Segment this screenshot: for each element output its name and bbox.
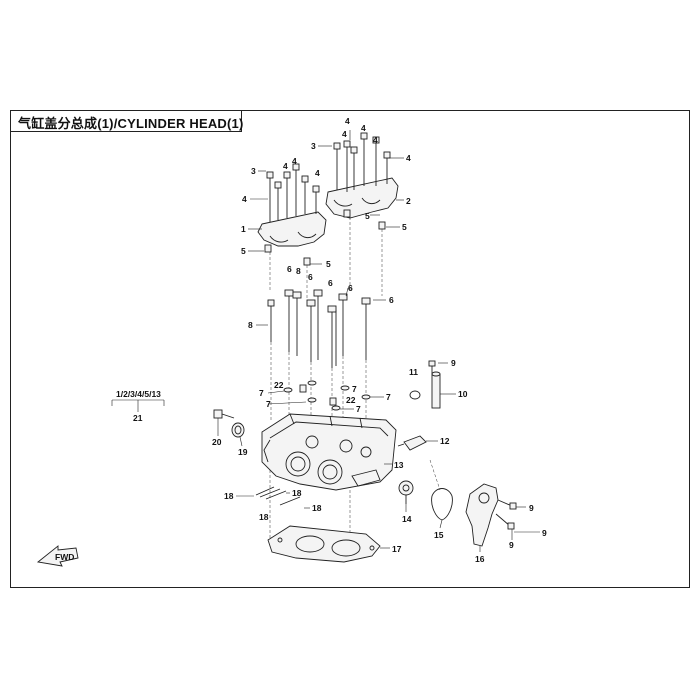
title-box <box>10 110 242 132</box>
callout-15: 15 <box>434 530 444 540</box>
callout-7: 7 <box>352 384 357 394</box>
callout-4: 4 <box>283 161 288 171</box>
callout-4: 4 <box>373 135 378 145</box>
callout-4: 4 <box>292 156 297 166</box>
callout-4: 4 <box>315 168 320 178</box>
callout-9: 9 <box>529 503 534 513</box>
cap-bolts-left <box>264 163 320 266</box>
washers-and-dowels <box>283 380 371 411</box>
thermostat-housing <box>465 483 517 547</box>
callout-18: 18 <box>224 491 234 501</box>
callout-6: 6 <box>287 264 292 274</box>
callout-7: 7 <box>266 399 271 409</box>
callout-12: 12 <box>440 436 450 446</box>
callout-4: 4 <box>361 123 366 133</box>
callout-7: 7 <box>356 404 361 414</box>
callout-14: 14 <box>402 514 412 524</box>
callout-6: 6 <box>308 272 313 282</box>
fwd-label: FWD <box>55 552 74 562</box>
callout-labels: 4 3 4 4 4 4 2 5 5 3 4 4 4 4 1 5 5 6 8 6 … <box>212 116 547 564</box>
callout-18: 18 <box>292 488 302 498</box>
callout-18: 18 <box>259 512 269 522</box>
callout-4: 4 <box>345 116 350 126</box>
camshaft-cap-right <box>325 177 404 219</box>
callout-5: 5 <box>326 259 331 269</box>
fwd-arrow: FWD <box>36 545 79 567</box>
callout-6: 6 <box>328 278 333 288</box>
callout-9: 9 <box>451 358 456 368</box>
plug-and-seal <box>213 409 245 438</box>
assembly-note-number: 21 <box>133 413 143 423</box>
callout-5: 5 <box>365 211 370 221</box>
callout-5: 5 <box>402 222 407 232</box>
diagram-frame <box>10 110 690 588</box>
callout-6: 6 <box>348 283 353 293</box>
callout-4: 4 <box>342 129 347 139</box>
camshaft-cap-left <box>257 211 327 247</box>
callout-7: 7 <box>386 392 391 402</box>
callout-13: 13 <box>394 460 404 470</box>
callout-9: 9 <box>542 528 547 538</box>
callout-leaders <box>217 130 540 552</box>
callout-9: 9 <box>509 540 514 550</box>
callout-5: 5 <box>241 246 246 256</box>
callout-18: 18 <box>312 503 322 513</box>
studs <box>255 486 301 506</box>
callout-22: 22 <box>346 395 356 405</box>
callout-4: 4 <box>242 194 247 204</box>
assembly-guide-lines <box>269 217 441 545</box>
cap-bolts-right <box>333 132 391 230</box>
callout-19: 19 <box>238 447 248 457</box>
callout-10: 10 <box>458 389 468 399</box>
callout-16: 16 <box>475 554 485 564</box>
outlet-fitting <box>409 360 441 409</box>
head-gasket <box>267 525 381 563</box>
head-bolts <box>267 289 371 368</box>
callout-1: 1 <box>241 224 246 234</box>
callout-8: 8 <box>296 266 301 276</box>
cylinder-head <box>261 413 397 491</box>
page-title: 气缸盖分总成(1)/CYLINDER HEAD(1) <box>18 116 244 131</box>
callout-3: 3 <box>251 166 256 176</box>
thermostat <box>398 480 414 504</box>
callout-17: 17 <box>392 544 402 554</box>
callout-20: 20 <box>212 437 222 447</box>
callout-6: 6 <box>389 295 394 305</box>
callout-4: 4 <box>406 153 411 163</box>
callout-2: 2 <box>406 196 411 206</box>
assembly-note: 1/2/3/4/5/13 21 <box>111 389 165 423</box>
assembly-note-items: 1/2/3/4/5/13 <box>116 389 161 399</box>
callout-7: 7 <box>259 388 264 398</box>
callout-11: 11 <box>409 367 418 377</box>
callout-22: 22 <box>274 380 284 390</box>
temperature-sensor <box>397 435 427 451</box>
thermostat-gasket <box>431 488 453 521</box>
callout-3: 3 <box>311 141 316 151</box>
callout-8: 8 <box>248 320 253 330</box>
